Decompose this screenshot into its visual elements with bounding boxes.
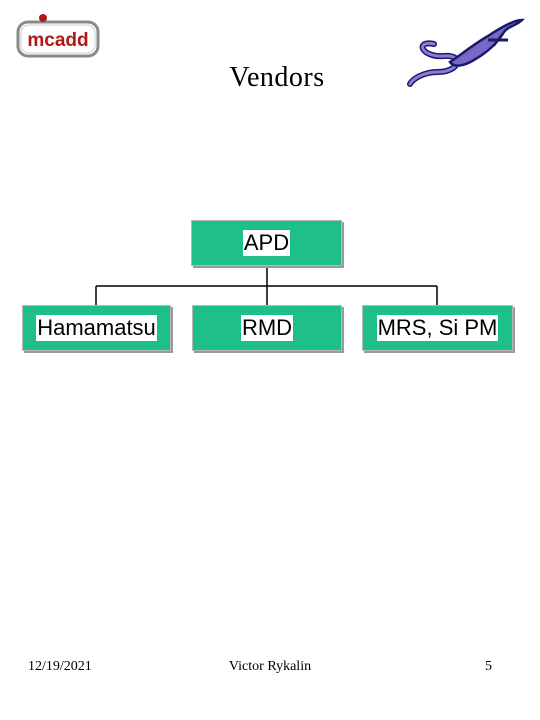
footer-date: 12/19/2021 — [28, 659, 92, 674]
org-node-apd-label: APD — [242, 230, 291, 256]
mcadd-logo-icon: mcadd — [16, 12, 100, 60]
org-chart-connectors — [95, 267, 438, 305]
signature-logo-icon — [404, 14, 528, 90]
org-node-rmd-label: RMD — [240, 315, 294, 341]
org-node-hamamatsu: Hamamatsu — [22, 305, 171, 351]
org-node-hamamatsu-label: Hamamatsu — [36, 315, 157, 341]
org-node-rmd: RMD — [192, 305, 342, 351]
org-node-mrs-sipm: MRS, Si PM — [362, 305, 513, 351]
org-node-mrs-sipm-label: MRS, Si PM — [376, 315, 499, 341]
footer-page-number: 5 — [485, 659, 492, 674]
org-node-apd: APD — [191, 220, 342, 266]
svg-text:mcadd: mcadd — [27, 30, 88, 51]
slide-title: Vendors — [229, 62, 325, 93]
footer-author: Victor Rykalin — [228, 659, 312, 674]
